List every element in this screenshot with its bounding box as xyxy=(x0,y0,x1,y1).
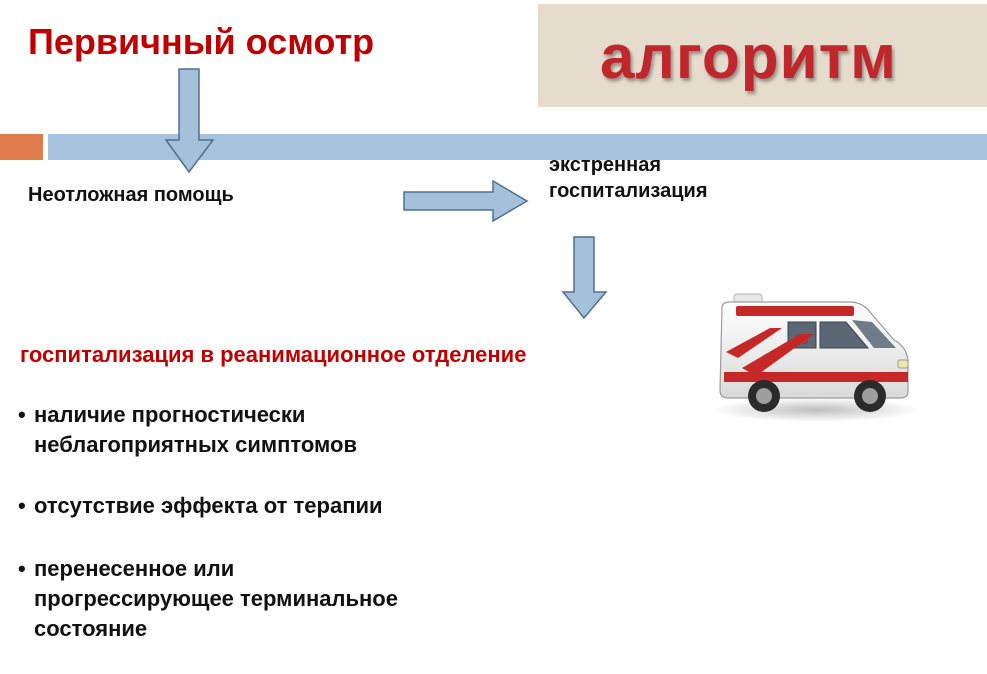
ambulance-icon: 03 xyxy=(712,293,920,422)
algorithm-label: алгоритм xyxy=(600,23,897,92)
node-icu-hospitalization: госпитализация в реанимационное отделени… xyxy=(20,342,527,367)
algorithm-box xyxy=(538,4,987,107)
criteria-item-text: состояние xyxy=(34,616,148,641)
criteria-item: • перенесенное или прогрессирующее термин… xyxy=(18,554,398,644)
bullet-dot: • xyxy=(18,493,26,518)
node-emergency-hospitalization-line2: госпитализация xyxy=(549,180,708,202)
accent-bar-orange xyxy=(0,134,43,160)
criteria-item-text: перенесенное или xyxy=(34,556,235,581)
node-emergency-help: Неотложная помощь xyxy=(28,184,234,206)
arrow-down-icon xyxy=(561,236,608,320)
criteria-item-text: прогрессирующее терминальное xyxy=(34,586,398,611)
arrow-down-icon xyxy=(164,68,215,174)
ambulance-number: 03 xyxy=(794,332,808,347)
bullet-dot: • xyxy=(18,402,26,427)
criteria-item-text: отсутствие эффекта от терапии xyxy=(34,493,383,518)
criteria-item-text: наличие прогностически xyxy=(34,402,306,427)
criteria-item: • наличие прогностически неблагоприятных … xyxy=(18,400,357,460)
node-emergency-hospitalization: экстренная госпитализация xyxy=(549,152,708,204)
page-title: Первичный осмотр xyxy=(28,21,375,62)
node-emergency-hospitalization-line1: экстренная xyxy=(549,154,662,176)
criteria-item-text: неблагоприятных симптомов xyxy=(34,432,357,457)
criteria-item: • отсутствие эффекта от терапии xyxy=(18,491,383,521)
arrow-right-icon xyxy=(403,179,529,223)
bullet-dot: • xyxy=(18,556,26,581)
